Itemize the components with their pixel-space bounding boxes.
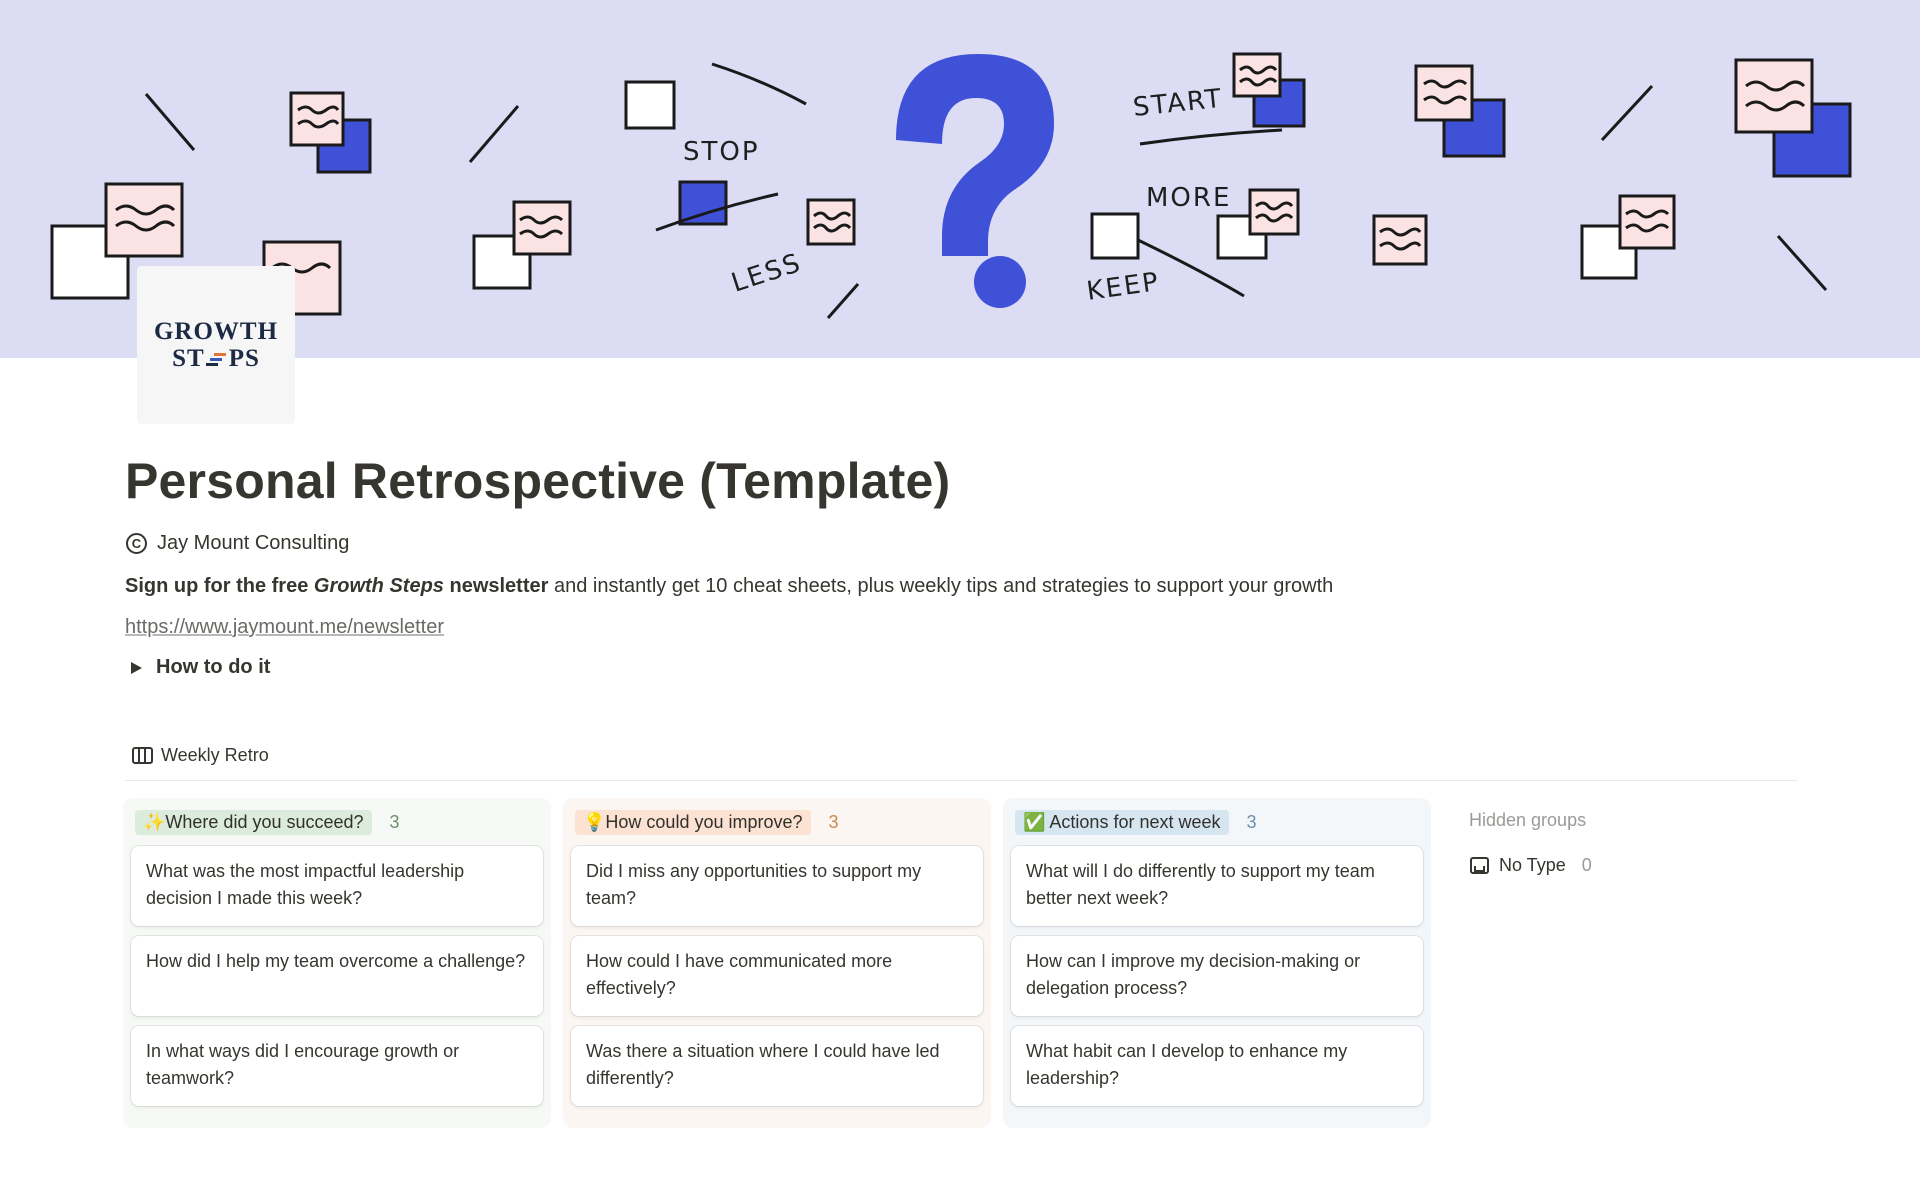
sticky-notes-1 — [50, 182, 184, 300]
board-card[interactable]: How did I help my team overcome a challe… — [131, 936, 543, 1016]
column-label[interactable]: ✨Where did you succeed? — [135, 809, 372, 835]
author-name: Jay Mount Consulting — [157, 532, 350, 554]
promo-italic: Growth Steps — [313, 575, 444, 597]
logo-steps-mark — [205, 351, 228, 367]
cover-word-stop: STOP — [683, 137, 760, 167]
view-name[interactable]: Weekly Retro — [161, 745, 269, 765]
promo-bold-2: newsletter — [443, 575, 549, 597]
page-icon-logo: GROWTH ST PS — [137, 266, 295, 424]
column-count: 3 — [389, 811, 400, 832]
cover-strokes — [144, 62, 1828, 319]
hidden-groups-label: Hidden groups — [1469, 810, 1587, 830]
column-label[interactable]: 💡How could you improve? — [575, 809, 811, 835]
cover-image: STOP LESS START MORE KEEP — [0, 0, 1920, 358]
board-card[interactable]: Was there a situation where I could have… — [571, 1026, 983, 1106]
how-to-toggle[interactable]: How to do it — [131, 656, 270, 679]
newsletter-link[interactable]: https://www.jaymount.me/newsletter — [125, 616, 445, 638]
board-card[interactable]: What was the most impactful leadership d… — [131, 846, 543, 926]
toggle-label[interactable]: How to do it — [156, 656, 271, 678]
cover-word-less: LESS — [728, 248, 806, 299]
logo-line-2-left: ST — [172, 345, 205, 372]
column-header[interactable]: ✅ Actions for next week 3 — [1015, 808, 1423, 836]
board-column-succeed: ✨Where did you succeed? 3 What was the m… — [123, 798, 551, 1128]
board-card[interactable]: What will I do differently to support my… — [1011, 846, 1423, 926]
promo-rest: and instantly get 10 cheat sheets, plus … — [548, 575, 1334, 597]
hidden-group-no-type[interactable]: No Type 0 — [1470, 855, 1592, 876]
logo-line-2: ST PS — [172, 345, 260, 372]
column-header[interactable]: 💡How could you improve? 3 — [575, 808, 983, 836]
view-tab-weekly-retro[interactable]: Weekly Retro — [132, 745, 269, 766]
board-column-improve: 💡How could you improve? 3 Did I miss any… — [563, 798, 991, 1128]
board-card[interactable]: In what ways did I encourage growth or t… — [131, 1026, 543, 1106]
question-mark-icon — [896, 54, 1054, 308]
board-column-actions: ✅ Actions for next week 3 What will I do… — [1003, 798, 1431, 1128]
hidden-group-count: 0 — [1581, 855, 1592, 875]
board-card[interactable]: What habit can I develop to enhance my l… — [1011, 1026, 1423, 1106]
logo-line-2-right: PS — [228, 345, 260, 372]
inbox-icon — [1470, 857, 1489, 874]
column-header[interactable]: ✨Where did you succeed? 3 — [135, 808, 543, 836]
cover-illustration: STOP LESS START MORE KEEP — [50, 52, 1852, 319]
cover-word-more: MORE — [1146, 183, 1231, 213]
promo-bold-1: Sign up for the free — [125, 575, 314, 597]
logo-line-1: GROWTH — [153, 318, 279, 345]
board-card[interactable]: How could I have communicated more effec… — [571, 936, 983, 1016]
view-divider — [125, 780, 1797, 781]
author-row: C Jay Mount Consulting — [126, 532, 349, 555]
copyright-icon: C — [126, 533, 147, 554]
column-count: 3 — [828, 811, 839, 832]
board-card[interactable]: How can I improve my decision-making or … — [1011, 936, 1423, 1016]
cover-word-start: START — [1132, 84, 1225, 123]
hidden-group-label[interactable]: No Type — [1499, 855, 1566, 875]
page-title: Personal Retrospective (Template) — [125, 453, 951, 509]
toggle-triangle-icon[interactable] — [131, 661, 142, 674]
board-view-icon — [132, 747, 153, 764]
column-count: 3 — [1246, 811, 1257, 832]
column-label[interactable]: ✅ Actions for next week — [1015, 809, 1229, 835]
cover-word-keep: KEEP — [1085, 267, 1162, 307]
board-card[interactable]: Did I miss any opportunities to support … — [571, 846, 983, 926]
newsletter-promo: Sign up for the free Growth Steps newsle… — [125, 575, 1333, 598]
